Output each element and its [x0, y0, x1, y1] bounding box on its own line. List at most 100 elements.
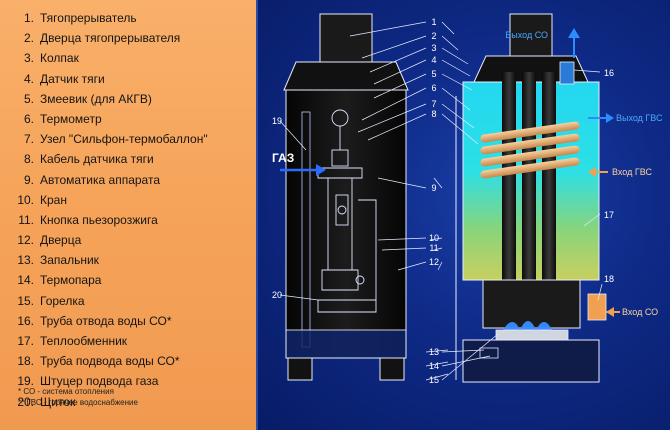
legend-item: 3. Колпак — [14, 48, 208, 68]
legend-item-label: Труба отвода воды СО* — [40, 313, 172, 328]
co-inlet-box — [587, 293, 607, 321]
callout-line — [441, 333, 499, 381]
left-hood — [283, 61, 409, 91]
callout-line — [361, 35, 427, 59]
legend-item-number: 4. — [23, 71, 34, 86]
legend-item-number: 16. — [17, 313, 34, 328]
callout-number: 3 — [431, 43, 436, 53]
callout-number: 18 — [604, 274, 614, 284]
callout-line — [441, 21, 455, 35]
legend-item: 6.Термометр — [14, 109, 208, 129]
flow-labels: Выход СО Выход ГВС Вход ГВС Вход СО — [505, 28, 663, 317]
callout-number: 4 — [431, 55, 436, 65]
legend-item-label: Автоматика аппарата — [40, 172, 160, 187]
callout-line — [377, 177, 427, 189]
callout-line — [349, 21, 427, 37]
callout-number: 14 — [429, 361, 439, 371]
legend-item: 8.Кабель датчика тяги — [14, 149, 208, 169]
callout-line — [357, 103, 427, 133]
legend-item-number: 14. — [17, 273, 34, 288]
legend-item-label: Дверца тягопрерывателя — [40, 31, 181, 46]
burner-flame — [503, 321, 552, 330]
callout-line — [377, 237, 427, 241]
left-foot-right — [379, 357, 405, 381]
legend-item-number: 2. — [23, 31, 34, 46]
legend-item: 20. Щиток — [14, 392, 208, 412]
legend-panel: 1. Тягопрерыватель 2. Дверца тягопрерывател… — [0, 0, 258, 430]
callout-line — [583, 213, 601, 227]
callout-line — [381, 247, 427, 251]
legend-item: 1. Тягопрерыватель — [14, 8, 208, 28]
co-outlet-pipe — [559, 61, 575, 85]
legend-item-number: 10. — [17, 192, 34, 207]
footnote-gvs: ** ГВС - горячее водоснабжение — [18, 398, 138, 407]
callout-number: 20 — [272, 290, 282, 300]
callout-line — [425, 349, 449, 353]
left-base-window — [285, 329, 407, 359]
left-boiler: ГАЗ — [272, 13, 409, 381]
left-body — [285, 89, 407, 359]
legend-item: 18.Труба подвода воды СО* — [14, 351, 208, 371]
out-gvs-arrowhead — [606, 113, 614, 123]
legend-item-label: Труба подвода воды СО* — [40, 354, 180, 369]
callout-line — [369, 47, 427, 73]
callout-number: 12 — [429, 257, 439, 267]
legend-item-label: Датчик тяги — [40, 71, 105, 86]
left-draft-breaker-top — [319, 13, 373, 65]
legend-item-label: Запальник — [40, 253, 99, 268]
legend-item-label: Теплообменник — [40, 334, 128, 348]
callout-line — [441, 349, 485, 353]
out-gvs-label: Выход ГВС — [616, 113, 663, 123]
legend-item-label: Горелка — [40, 293, 85, 308]
in-co-label: Вход СО — [622, 307, 658, 317]
callout-number: 9 — [431, 183, 436, 193]
legend-item: 11.Кнопка пьезорозжига — [14, 210, 208, 230]
callout-line — [425, 361, 449, 367]
right-base — [462, 339, 600, 383]
legend-item-label: Колпак — [40, 51, 79, 66]
burner-body — [495, 329, 569, 341]
legend-item-number: 20. — [17, 394, 34, 409]
callout-line — [441, 35, 459, 51]
in-gvs-arrowhead — [588, 167, 596, 177]
legend-item-label: Тягопрерыватель — [40, 11, 137, 25]
legend-item-number: 6. — [23, 111, 34, 126]
left-foot-left — [287, 357, 313, 381]
callout-number: 1 — [431, 17, 436, 27]
legend-item-number: 3. — [23, 51, 34, 66]
callout-number: 8 — [431, 109, 436, 119]
out-co-arrowhead — [568, 28, 580, 38]
callout-line — [373, 59, 427, 85]
callout-line — [441, 73, 473, 91]
legend-item: 4. Датчик тяги — [14, 69, 208, 89]
legend-item-label: Термопара — [40, 273, 102, 288]
water-coil — [480, 121, 580, 179]
footnotes: * СО - система отопления ** ГВС - горяче… — [18, 386, 138, 408]
flue-tube-1 — [502, 72, 516, 282]
callout-number: 11 — [429, 243, 438, 253]
callout-line — [279, 294, 319, 301]
legend-item-number: 5. — [23, 91, 34, 106]
legend-item-number: 1. — [23, 11, 34, 25]
in-co-arrowhead — [606, 307, 614, 317]
callout-number: 2 — [431, 31, 436, 41]
legend-item-label: Штуцер подвода газа — [40, 374, 159, 389]
legend-item-label: Кран — [40, 192, 67, 207]
callout-number: 7 — [431, 99, 436, 109]
legend-item-label: Щиток — [40, 394, 76, 409]
legend-item: 13. Запальник — [14, 250, 208, 270]
pilot-burner — [479, 347, 499, 359]
callout-line — [433, 177, 443, 189]
legend-item: 14. Термопара — [14, 270, 208, 290]
callout-number: 16 — [604, 68, 614, 78]
legend-item: 17.Теплообменник — [14, 331, 208, 351]
combustion-chamber — [482, 279, 581, 329]
legend-item: 7.Узел "Сильфон-термобаллон" — [14, 129, 208, 149]
callout-line — [397, 261, 427, 271]
callout-line — [279, 120, 307, 151]
legend-item-number: 13. — [17, 253, 34, 268]
callout-line — [597, 283, 603, 301]
gas-label: ГАЗ — [272, 151, 294, 165]
callout-number: 10 — [429, 233, 439, 243]
